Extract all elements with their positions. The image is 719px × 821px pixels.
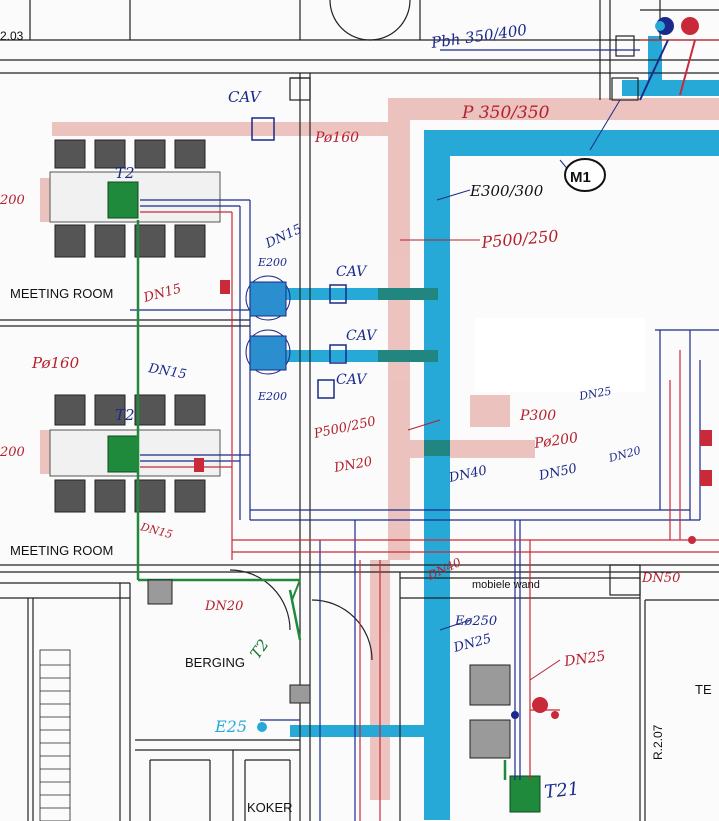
leader-lines-red xyxy=(400,239,561,681)
note-pipe-dn20-a: DN20 xyxy=(204,599,243,614)
wall-label: mobiele wand xyxy=(472,579,540,591)
note-duct-p500-250: P500/250 xyxy=(480,226,560,252)
note-duct-p500-250b: P500/250 xyxy=(312,414,377,442)
note-rt-200-a: 200 xyxy=(0,193,25,208)
room-label-koker: KOKER xyxy=(247,800,293,815)
note-pipe-dn20-b: DN20 xyxy=(332,455,373,477)
note-pipe-dn15-b: DN15 xyxy=(141,281,183,306)
note-pipe-dn25-b: DN25 xyxy=(562,648,606,670)
note-pipe-dn25-c: DN25 xyxy=(577,385,612,404)
pipework-red xyxy=(140,39,719,821)
note-cav-2: CAV xyxy=(336,264,368,280)
note-cav-4: CAV xyxy=(336,372,368,388)
note-duct-pd160-left: Pø160 xyxy=(31,354,80,372)
note-pipe-dn15-d: DN15 xyxy=(138,520,174,541)
note-pipe-dn50-a: DN50 xyxy=(537,461,579,484)
meeting-table-1 xyxy=(49,139,221,258)
note-pipe-dn20-c: DN20 xyxy=(606,444,642,465)
note-pipe-dn15-c: DN15 xyxy=(146,361,187,383)
flow-arrows xyxy=(291,39,696,601)
note-rt-200-b: 200 xyxy=(0,445,25,460)
exhaust-duct-cyan xyxy=(250,36,719,820)
room-label-meeting-1: MEETING ROOM xyxy=(10,286,113,301)
room-ref-side: R.2.07 xyxy=(651,724,665,760)
note-duct-p300: P300 xyxy=(519,408,556,424)
note-t2-c: T2 xyxy=(247,636,273,662)
cav-boxes xyxy=(251,117,347,399)
note-pipe-dn40: DN40 xyxy=(447,463,489,486)
note-e200-a: E200 xyxy=(257,256,287,269)
stair xyxy=(39,649,71,821)
radiators xyxy=(147,579,511,759)
note-pipe-dn15-a: DN15 xyxy=(262,222,304,252)
note-e25: E25 xyxy=(214,717,247,736)
room-label-te: TE xyxy=(695,682,712,697)
fire-marker xyxy=(564,158,606,192)
note-t21: T21 xyxy=(543,778,580,803)
note-pipe-dn25-a: DN25 xyxy=(451,631,493,656)
note-duct-p350-350: P 350/350 xyxy=(461,103,550,123)
note-cav-1: CAV xyxy=(228,88,263,106)
room-label-meeting-2: MEETING ROOM xyxy=(10,543,113,558)
note-pipe-dn50-b: DN50 xyxy=(641,571,680,586)
note-duct-p350-400: Pbh 350/400 xyxy=(429,21,528,52)
valves xyxy=(194,17,712,732)
duct-bands xyxy=(378,288,450,456)
masked-area xyxy=(475,318,645,392)
note-e200-b: E200 xyxy=(257,390,287,403)
note-t2-b: T2 xyxy=(115,406,135,424)
room-label-berging: BERGING xyxy=(185,655,245,670)
note-duct-e300-300: E300/300 xyxy=(469,182,544,200)
note-cav-3: CAV xyxy=(346,328,378,344)
note-duct-ed250: Eø250 xyxy=(454,614,497,629)
thermostat-units xyxy=(107,181,541,813)
fire-marker-label: M1 xyxy=(570,169,591,186)
note-t2-a: T2 xyxy=(115,164,135,182)
room-ref-top: 2.03 xyxy=(0,29,24,43)
diffusers xyxy=(245,275,291,375)
note-duct-pd160-top: Pø160 xyxy=(314,130,359,146)
note-duct-pd200: Pø200 xyxy=(532,430,579,452)
